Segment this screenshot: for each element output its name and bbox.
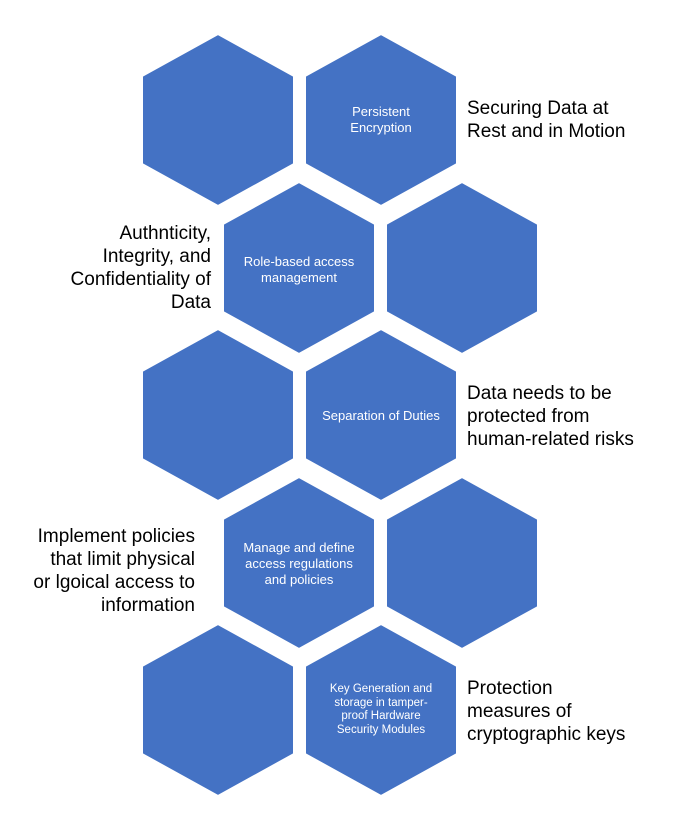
hexagon-r2-left <box>222 180 376 356</box>
side-label-securing-data: Securing Data at Rest and in Motion <box>467 98 626 142</box>
side-label-human-risks: Data needs to be protected from human-re… <box>467 383 634 450</box>
hexagon-r2-right <box>385 180 539 356</box>
hexagon-r5-right <box>304 622 458 798</box>
side-label-authenticity: Authnticity, Integrity, and Confidential… <box>70 223 211 313</box>
hex-label-persistent-encryption: Persistent Encryption <box>350 104 412 135</box>
hexagon-r3-right <box>304 327 458 503</box>
hex-label-key-generation: Key Generation and storage in tamper-pro… <box>329 683 433 736</box>
side-label-cryptographic-keys: Protection measures of cryptographic key… <box>467 678 626 745</box>
hexagon-r5-left <box>141 622 295 798</box>
hex-label-separation-of-duties: Separation of Duties <box>322 408 440 423</box>
hexagon-r1-left <box>141 32 295 208</box>
hexagon-r4-left <box>222 475 376 651</box>
hexagon-r1-right <box>304 32 458 208</box>
side-label-implement-policies: Implement policies that limit physical o… <box>33 526 195 616</box>
hex-label-role-based-access: Role-based access management <box>243 254 355 285</box>
hexagon-r3-left <box>141 327 295 503</box>
hexagon-r4-right <box>385 475 539 651</box>
hex-label-manage-access-policies: Manage and define access regulations and… <box>243 540 355 587</box>
